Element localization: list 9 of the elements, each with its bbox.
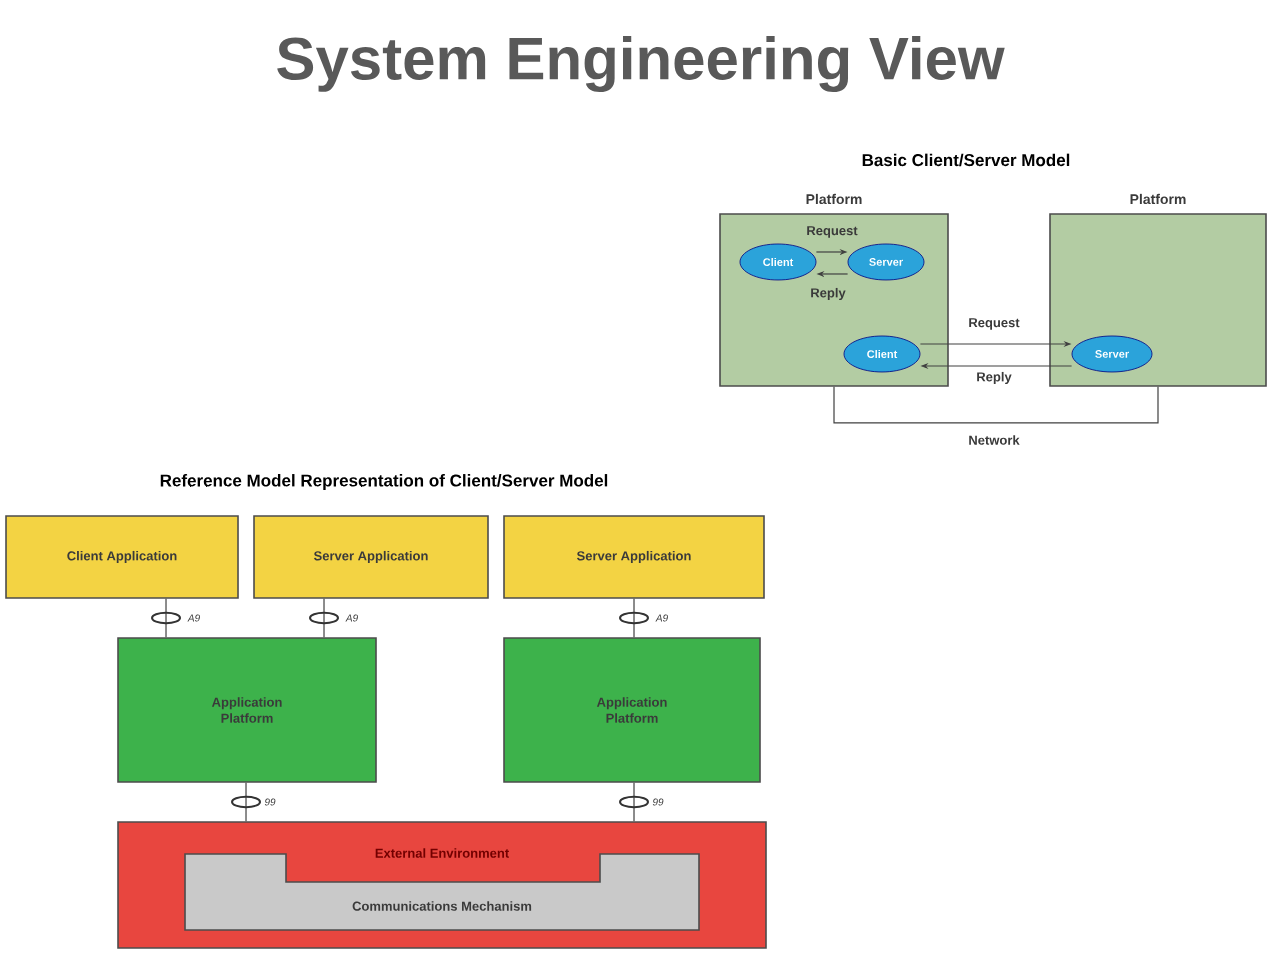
diagram-caption: Basic Client/Server Model [862, 153, 1070, 167]
interface-line [165, 598, 167, 638]
interface-line [245, 782, 247, 822]
network-line [833, 386, 1159, 424]
title: System Engineering View [277, 35, 1005, 93]
interface-line [633, 782, 635, 822]
interface-line [633, 598, 635, 638]
diagram-caption: Reference Model Representation of Client/Server Model [160, 474, 608, 490]
interface-line [323, 598, 325, 638]
